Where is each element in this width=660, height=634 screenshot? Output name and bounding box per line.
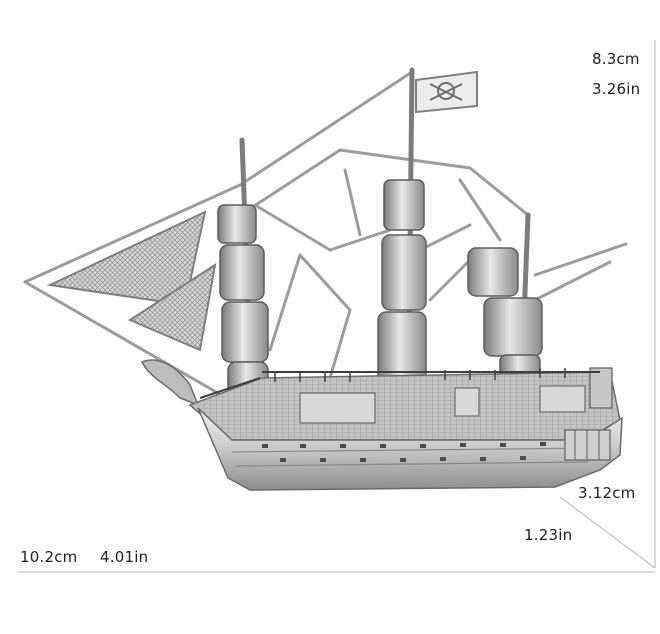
depth-cm-label: 3.12cm: [578, 484, 636, 502]
figurehead: [140, 359, 200, 407]
dimension-guides: [18, 40, 656, 573]
deck: [188, 367, 621, 441]
height-in-label: 3.26in: [592, 80, 641, 98]
depth-in-label: 1.23in: [524, 526, 573, 544]
hull: [197, 407, 623, 491]
width-cm-label: 10.2cm: [20, 548, 78, 566]
width-in-label: 4.01in: [100, 548, 149, 566]
jib-sails: [46, 210, 217, 352]
pirate-flag: [415, 70, 478, 114]
square-sails: [217, 179, 543, 435]
height-cm-label: 8.3cm: [592, 50, 640, 68]
